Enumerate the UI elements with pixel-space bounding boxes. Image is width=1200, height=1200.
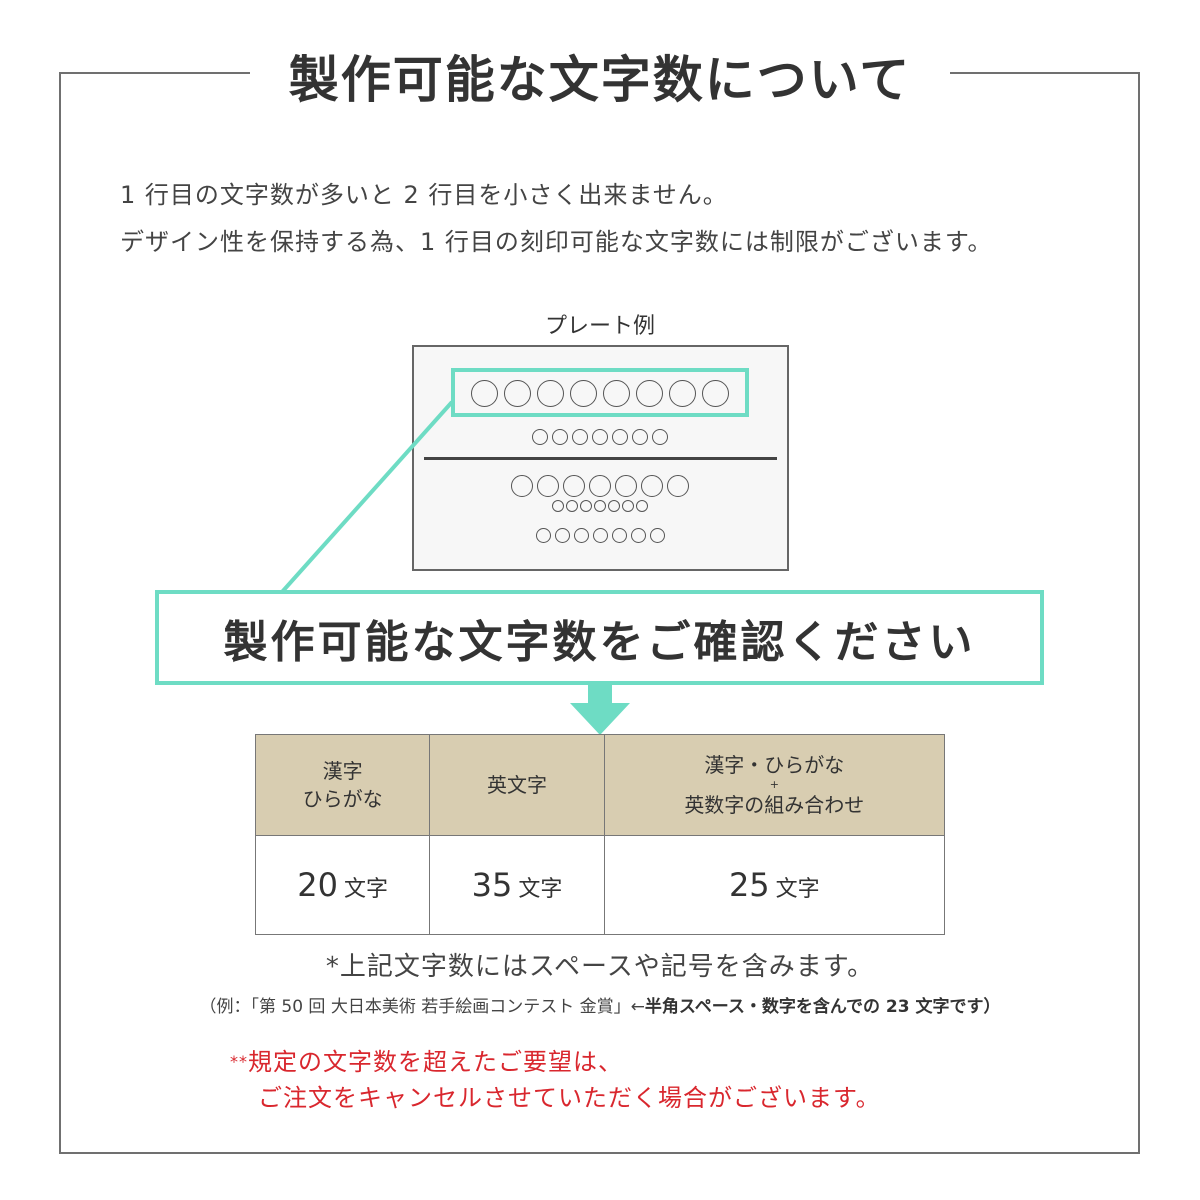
- plate-circle-row: [0, 475, 1200, 497]
- header-kanji-hiragana: 漢字 ひらがな: [254, 734, 431, 836]
- note-example: （例：「第 50 回 大日本美術 若手絵画コンテスト 金賞」←半角スペース・数字…: [199, 997, 1001, 1017]
- down-arrow-icon: [588, 685, 612, 705]
- placeholder-circle-icon: [573, 528, 589, 543]
- callout-text: 製作可能な文字数をご確認ください: [223, 616, 976, 668]
- header-combination: 漢字・ひらがな + 英数字の組み合わせ: [603, 734, 946, 836]
- placeholder-circle-icon: [535, 528, 551, 543]
- intro-line-1: 1 行目の文字数が多いと 2 行目を小さく出来ません。: [120, 181, 728, 209]
- intro-text: 1 行目の文字数が多いと 2 行目を小さく出来ません。 デザイン性を保持する為、…: [120, 172, 993, 266]
- placeholder-circle-icon: [592, 528, 608, 543]
- placeholder-circle-icon: [652, 429, 668, 445]
- placeholder-circle-icon: [511, 475, 533, 497]
- intro-line-2: デザイン性を保持する為、1 行目の刻印可能な文字数には制限がございます。: [120, 228, 993, 256]
- note-spaces-included: *上記文字数にはスペースや記号を含みます。: [325, 952, 875, 982]
- placeholder-circle-icon: [669, 380, 696, 407]
- placeholder-circle-icon: [554, 528, 570, 543]
- placeholder-circle-icon: [537, 380, 564, 407]
- placeholder-circle-icon: [612, 429, 628, 445]
- table-header-row: 漢字 ひらがな 英文字 漢字・ひらがな + 英数字の組み合わせ: [254, 734, 946, 836]
- placeholder-circle-icon: [608, 500, 620, 512]
- placeholder-circle-icon: [636, 500, 648, 512]
- warning-text: **規定の文字数を超えたご要望は、 ご注文をキャンセルさせていただく場合がござい…: [230, 1048, 881, 1112]
- placeholder-circle-icon: [649, 528, 665, 543]
- placeholder-circle-icon: [572, 429, 588, 445]
- placeholder-circle-icon: [592, 429, 608, 445]
- page-title: 製作可能な文字数について: [288, 51, 912, 109]
- placeholder-circle-icon: [667, 475, 689, 497]
- placeholder-circle-icon: [552, 500, 564, 512]
- placeholder-circle-icon: [622, 500, 634, 512]
- placeholder-circle-icon: [563, 475, 585, 497]
- placeholder-circle-icon: [589, 475, 611, 497]
- placeholder-circle-icon: [611, 528, 627, 543]
- placeholder-circle-icon: [504, 380, 531, 407]
- placeholder-circle-icon: [702, 380, 729, 407]
- title-container: 製作可能な文字数について: [250, 36, 950, 116]
- placeholder-circle-icon: [532, 429, 548, 445]
- plate-circle-row: [0, 500, 1200, 512]
- placeholder-circle-icon: [552, 429, 568, 445]
- first-line-highlight: [451, 368, 749, 417]
- down-arrow-head-icon: [570, 703, 630, 735]
- plate-example-label: プレート例: [544, 314, 655, 339]
- placeholder-circle-icon: [641, 475, 663, 497]
- header-english: 英文字: [429, 734, 605, 836]
- placeholder-circle-icon: [603, 380, 630, 407]
- placeholder-circle-icon: [471, 380, 498, 407]
- placeholder-circle-icon: [630, 528, 646, 543]
- plate-circle-row: [0, 528, 1200, 543]
- plate-circle-row: [0, 380, 1200, 407]
- placeholder-circle-icon: [632, 429, 648, 445]
- placeholder-circle-icon: [537, 475, 559, 497]
- plate-circle-row: [0, 429, 1200, 445]
- callout-box: 製作可能な文字数をご確認ください: [155, 590, 1044, 685]
- plate-divider: [424, 457, 777, 460]
- placeholder-circle-icon: [566, 500, 578, 512]
- placeholder-circle-icon: [615, 475, 637, 497]
- placeholder-circle-icon: [570, 380, 597, 407]
- placeholder-circle-icon: [594, 500, 606, 512]
- placeholder-circle-icon: [580, 500, 592, 512]
- placeholder-circle-icon: [636, 380, 663, 407]
